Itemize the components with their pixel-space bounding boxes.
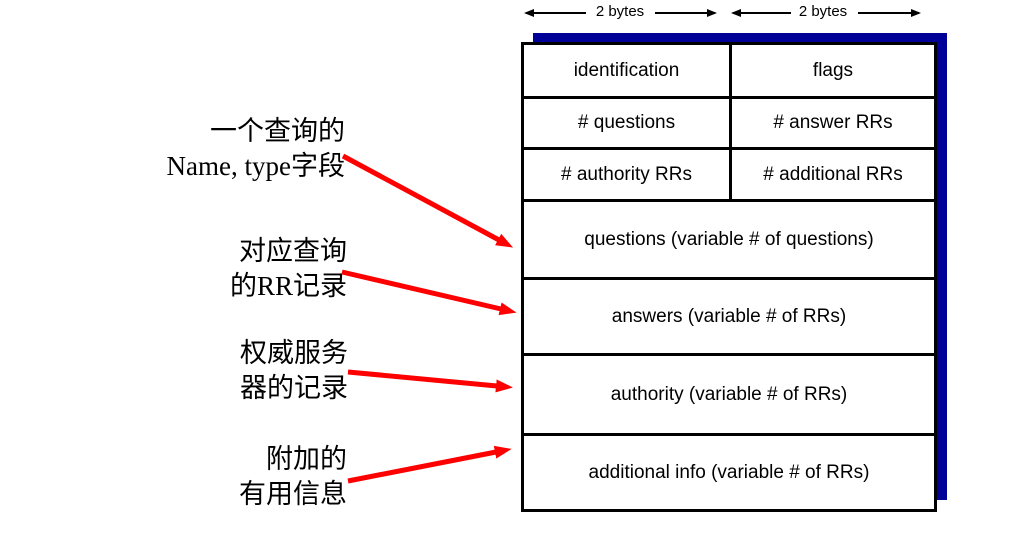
annotation-line: Name, type字段	[166, 151, 345, 181]
byte-width-label-left: 2 bytes	[595, 3, 645, 20]
annotation-line: 的RR记录	[229, 271, 347, 301]
annotation-answer-rrs: 对应查询 的RR记录	[230, 234, 347, 304]
dns-message-table: identification flags # questions # answe…	[521, 42, 937, 512]
annotation-line: 一个查询的	[210, 116, 345, 146]
cell-authority: authority (variable # of RRs)	[610, 383, 848, 405]
table-row-questions: questions (variable # of questions)	[524, 199, 934, 277]
cell-num-answer-rrs: # answer RRs	[729, 99, 934, 147]
annotation-line: 对应查询	[239, 236, 347, 266]
annotation-query-fields: 一个查询的 Name, type字段	[167, 114, 345, 184]
table-row-authority: authority (variable # of RRs)	[524, 353, 934, 433]
cell-num-additional-rrs: # additional RRs	[729, 150, 934, 199]
annotation-line: 器的记录	[240, 373, 348, 403]
annotation-authority-records: 权威服务 器的记录	[240, 336, 348, 406]
annotation-additional-info: 附加的 有用信息	[239, 442, 347, 512]
cell-num-authority-rrs: # authority RRs	[561, 163, 692, 185]
byte-width-label-right: 2 bytes	[798, 3, 848, 20]
table-row-authority-additional-counts: # authority RRs # additional RRs	[524, 147, 934, 199]
table-row-id-flags: identification flags	[524, 45, 934, 96]
table-row-question-answer-counts: # questions # answer RRs	[524, 96, 934, 147]
table-row-answers: answers (variable # of RRs)	[524, 277, 934, 353]
annotation-line: 有用信息	[239, 479, 347, 509]
arrow-authority-to-authority-row	[347, 369, 513, 393]
arrow-answers-to-answers-row	[341, 269, 517, 316]
arrow-query-to-questions-row	[341, 153, 514, 248]
table-row-additional-info: additional info (variable # of RRs)	[524, 433, 934, 509]
annotation-line: 附加的	[266, 444, 347, 474]
arrow-additional-to-additional-row	[347, 445, 512, 484]
cell-additional-info: additional info (variable # of RRs)	[588, 461, 870, 483]
cell-questions: questions (variable # of questions)	[584, 228, 874, 250]
cell-flags: flags	[729, 45, 934, 96]
cell-answers: answers (variable # of RRs)	[611, 305, 847, 327]
cell-identification: identification	[573, 59, 680, 81]
cell-num-questions: # questions	[577, 112, 676, 133]
annotation-line: 权威服务	[240, 338, 348, 368]
